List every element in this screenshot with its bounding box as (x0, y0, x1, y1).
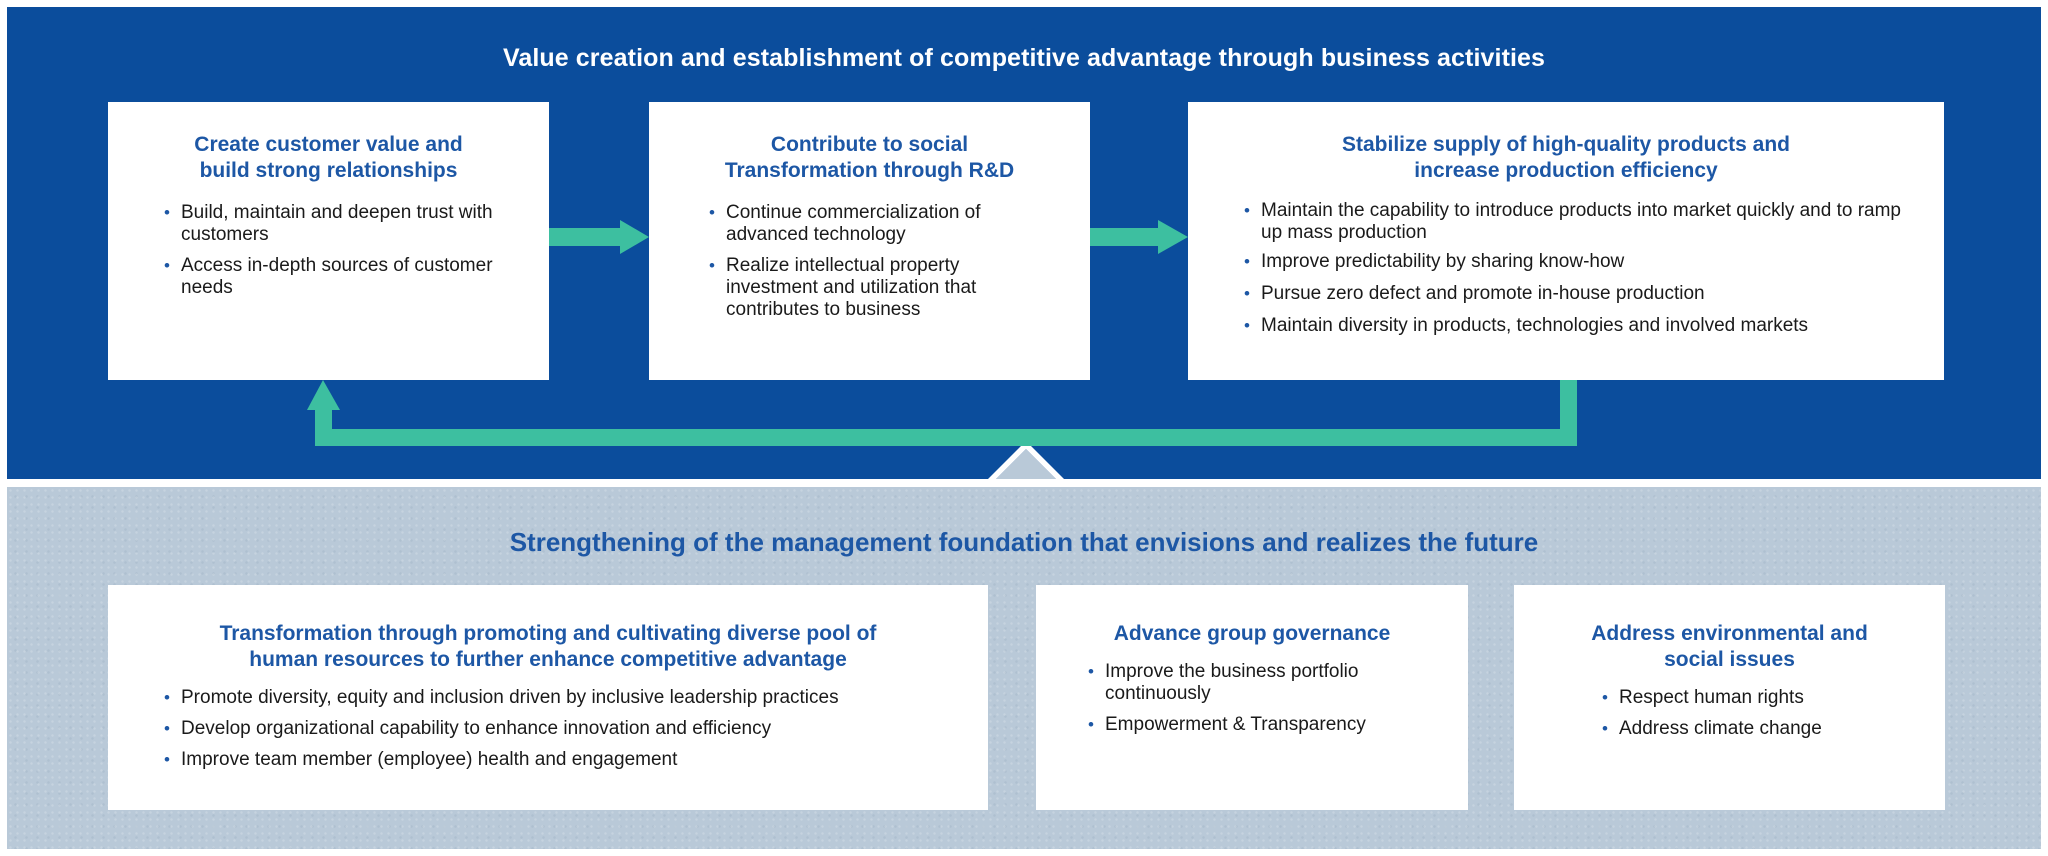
list-item: Continue commercialization of advanced t… (709, 202, 1050, 246)
list-item: Access in-depth sources of customer need… (164, 255, 509, 299)
list-item: Address climate change (1602, 718, 1925, 740)
human-resources-box: Transformation through promoting and cul… (108, 585, 988, 810)
list-item: Improve the business portfolio continuou… (1088, 661, 1448, 705)
list-item: Empowerment & Transparency (1088, 714, 1448, 736)
governance-box: Advance group governance Improve the bus… (1036, 585, 1468, 810)
list-item: Build, maintain and deepen trust with cu… (164, 202, 509, 246)
customer-value-list: Build, maintain and deepen trust with cu… (164, 202, 509, 299)
rnd-list: Continue commercialization of advanced t… (709, 202, 1050, 321)
rnd-title: Contribute to social Transformation thro… (724, 133, 1015, 182)
rnd-box: Contribute to social Transformation thro… (649, 102, 1090, 380)
list-item: Maintain the capability to introduce pro… (1244, 200, 1924, 244)
supply-title: Stabilize supply of high-quality product… (1341, 133, 1790, 182)
list-item: Improve team member (employee) health an… (164, 749, 968, 771)
bottom-section-title: Strengthening of the management foundati… (509, 527, 1539, 557)
customer-value-title: Create customer value and build strong r… (194, 133, 463, 182)
list-item: Improve predictability by sharing know-h… (1244, 251, 1924, 273)
environmental-social-title: Address environmental and social issues (1591, 622, 1868, 671)
top-section-title: Value creation and establishment of comp… (502, 44, 1546, 72)
list-item: Pursue zero defect and promote in-house … (1244, 283, 1924, 305)
customer-value-box: Create customer value and build strong r… (108, 102, 549, 380)
governance-list: Improve the business portfolio continuou… (1088, 661, 1448, 736)
list-item: Respect human rights (1602, 687, 1925, 709)
list-item: Promote diversity, equity and inclusion … (164, 687, 968, 709)
human-resources-title: Transformation through promoting and cul… (219, 622, 877, 671)
human-resources-list: Promote diversity, equity and inclusion … (164, 687, 968, 771)
list-item: Maintain diversity in products, technolo… (1244, 315, 1924, 337)
list-item: Develop organizational capability to enh… (164, 718, 968, 740)
supply-list: Maintain the capability to introduce pro… (1244, 200, 1924, 337)
environmental-social-list: Respect human rights Address climate cha… (1602, 687, 1925, 740)
supply-box: Stabilize supply of high-quality product… (1188, 102, 1944, 380)
list-item: Realize intellectual property investment… (709, 255, 1050, 321)
environmental-social-box: Address environmental and social issues … (1514, 585, 1945, 810)
governance-title: Advance group governance (1113, 622, 1391, 645)
